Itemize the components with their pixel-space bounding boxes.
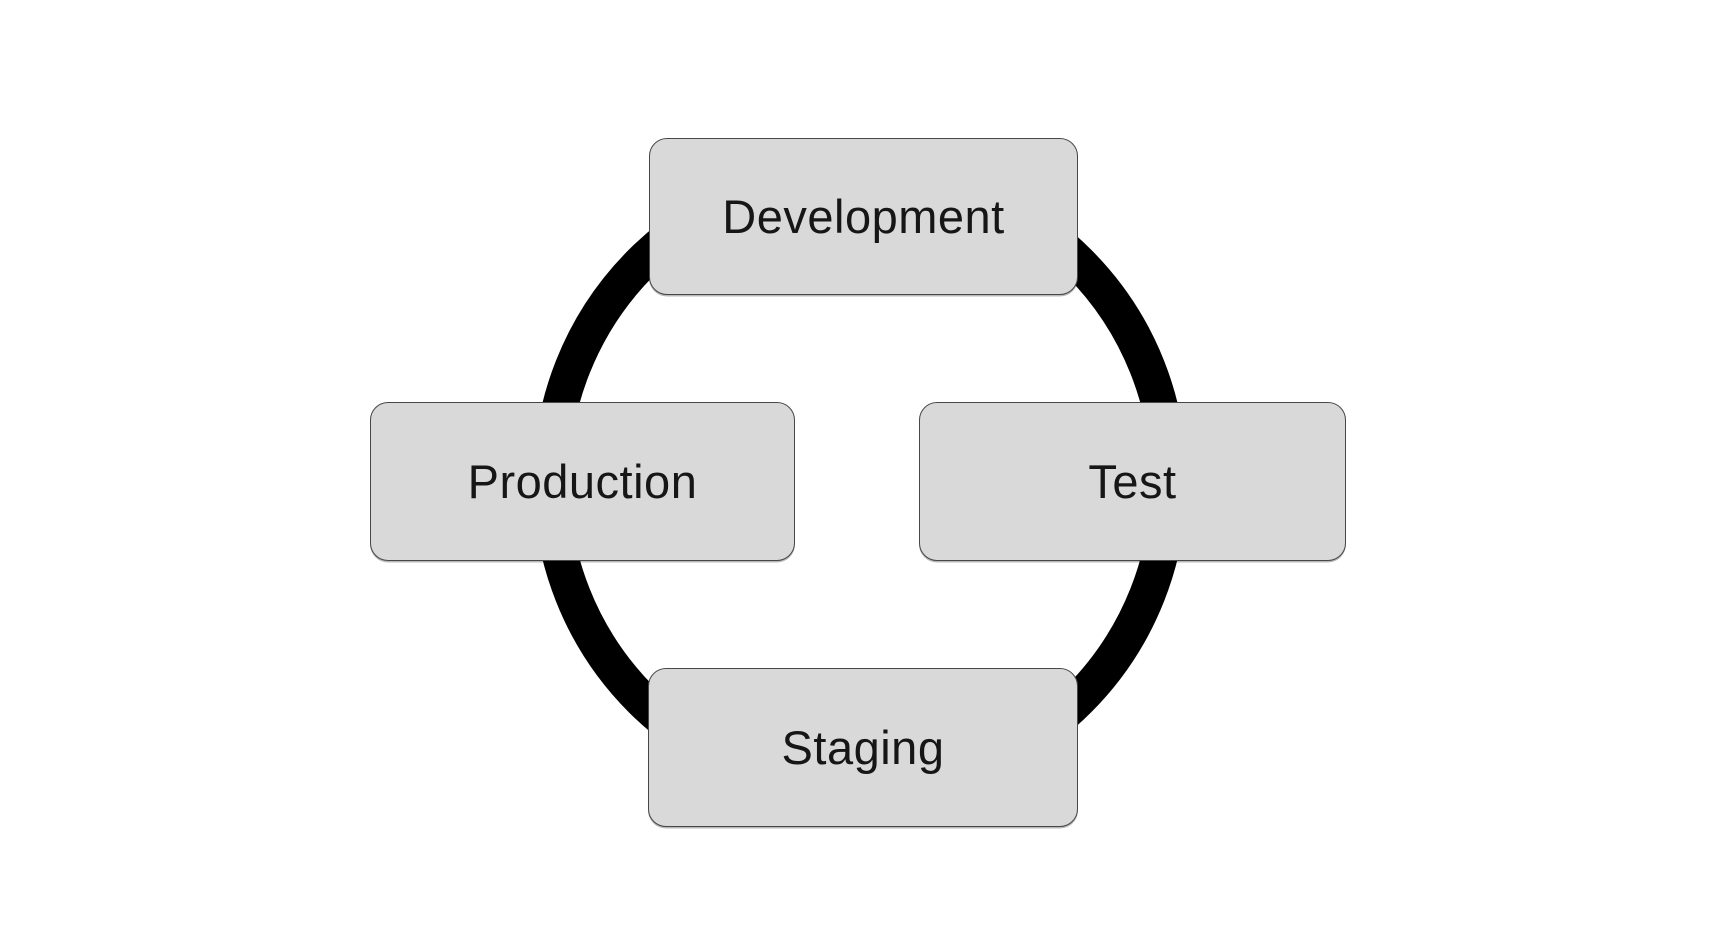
node-production: Production bbox=[370, 402, 795, 561]
node-development: Development bbox=[649, 138, 1078, 295]
node-staging: Staging bbox=[648, 668, 1078, 827]
node-test-label: Test bbox=[1088, 455, 1177, 508]
node-staging-label: Staging bbox=[781, 721, 945, 774]
node-production-label: Production bbox=[467, 455, 698, 508]
node-development-label: Development bbox=[722, 190, 1005, 243]
node-test: Test bbox=[919, 402, 1346, 561]
